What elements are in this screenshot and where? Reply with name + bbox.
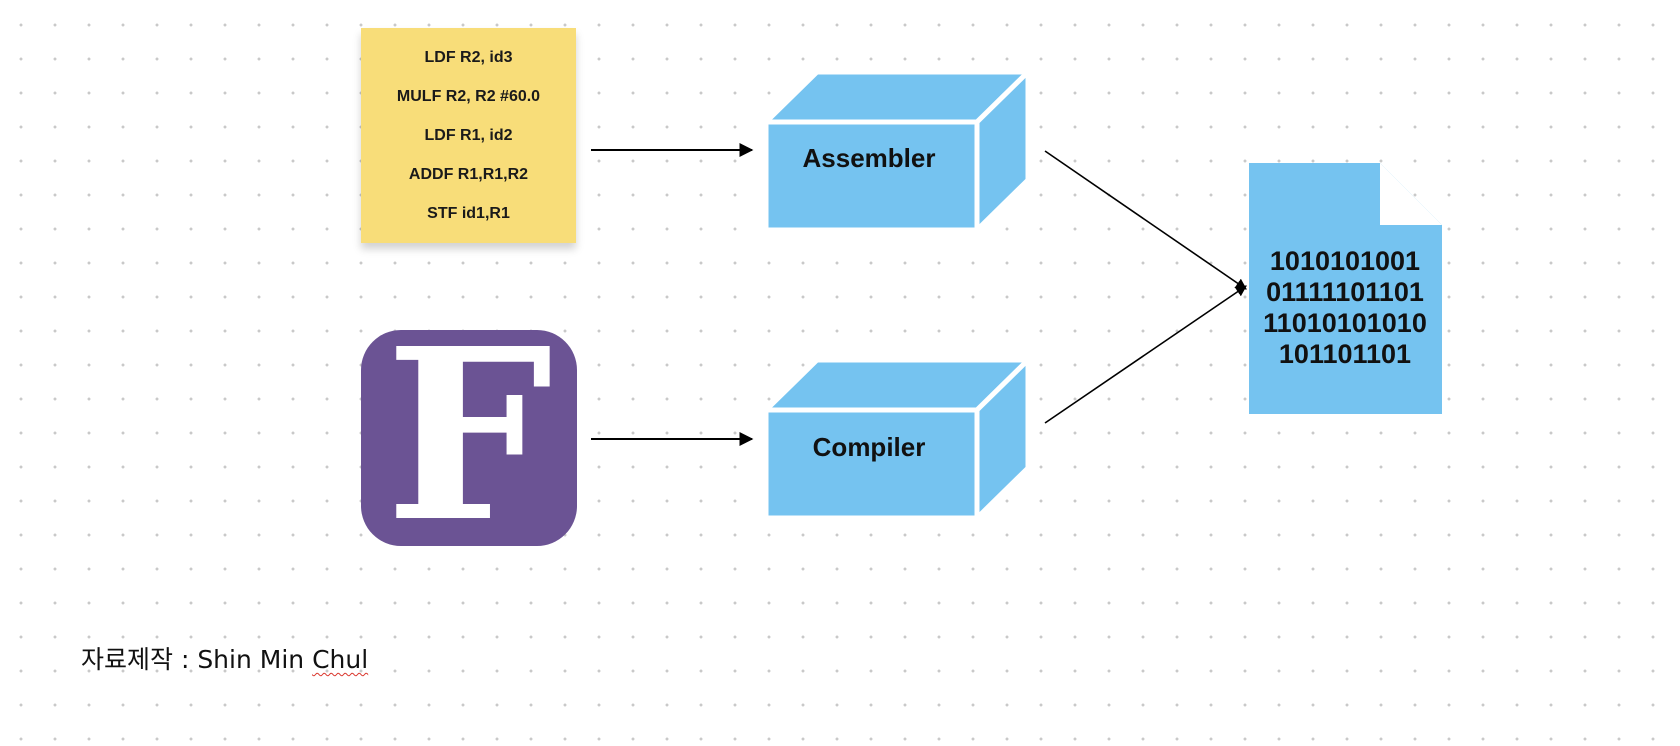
arrow-compiler-to-file: [1044, 285, 1247, 424]
binary-line: 01111101101: [1266, 277, 1424, 307]
binary-line: 11010101010: [1263, 308, 1427, 338]
assembly-line: STF id1,R1: [427, 205, 510, 222]
assembly-line: ADDF R1,R1,R2: [408, 166, 529, 183]
author-credit: 자료제작 : Shin Min Chul: [81, 640, 368, 676]
fsharp-logo-icon: F: [361, 330, 577, 546]
compiler-box: [763, 357, 1031, 521]
binary-file-icon: [1249, 163, 1442, 414]
credit-name-tail: Chul: [312, 645, 369, 674]
assembly-line: LDF R1, id2: [424, 127, 513, 144]
assembly-line: LDF R2, id3: [424, 49, 513, 66]
fsharp-logo-letter: F: [385, 330, 553, 546]
assembly-line: MULF R2, R2 #60.0: [396, 88, 541, 105]
credit-prefix: 자료제작 : Shin Min: [81, 645, 313, 674]
binary-line: 101101101: [1278, 339, 1412, 369]
binary-file-content: 1010101001 01111101101 11010101010 10110…: [1249, 246, 1441, 370]
assembler-label: Assembler: [802, 143, 936, 173]
compiler-label: Compiler: [812, 432, 926, 462]
assembly-code-sticky-note: LDF R2, id3 MULF R2, R2 #60.0 LDF R1, id…: [361, 28, 576, 243]
arrow-assembler-to-file: [1044, 150, 1247, 290]
binary-line: 1010101001: [1269, 246, 1421, 276]
assembler-box: [763, 69, 1031, 233]
